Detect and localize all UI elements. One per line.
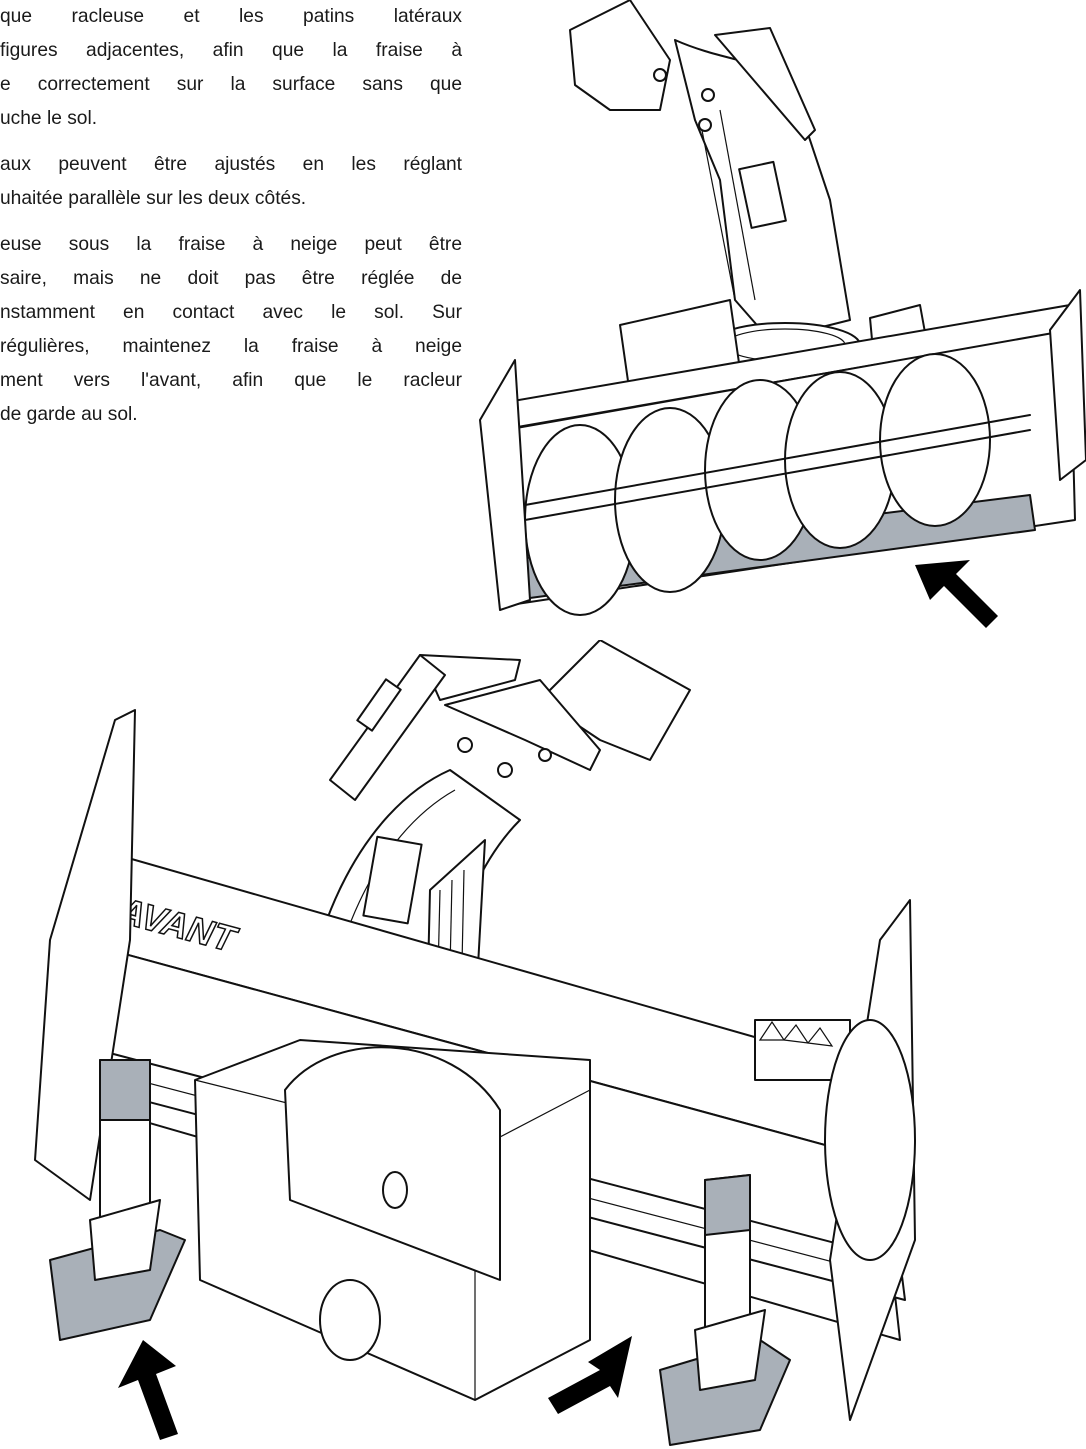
text-line: uche le sol. bbox=[0, 108, 98, 129]
side-skid-right bbox=[1049, 289, 1086, 481]
chute-arm bbox=[329, 654, 446, 801]
paragraph: aux peuvent être ajustés en les réglant u… bbox=[0, 148, 462, 216]
text-line: saire, mais ne doit pas être réglée de bbox=[0, 268, 462, 289]
side-skid-left bbox=[49, 1059, 186, 1341]
text-line: euse sous la fraise à neige peut être bbox=[0, 234, 462, 255]
figure-top-snowblower bbox=[479, 0, 1086, 628]
instruction-text: que racleuse et les patins latéraux figur… bbox=[0, 0, 462, 444]
text-line: aux peuvent être ajustés en les réglant bbox=[0, 154, 462, 175]
side-plate-left bbox=[34, 709, 136, 1201]
text-line: régulières, maintenez la fraise à neige bbox=[0, 336, 462, 357]
text-line: figures adjacentes, afin que la fraise à bbox=[0, 40, 462, 61]
arrow-right-center-icon bbox=[548, 1336, 632, 1414]
chute-top bbox=[569, 0, 671, 111]
text-line: e correctement sur la surface sans que bbox=[0, 74, 462, 95]
augers bbox=[524, 353, 1031, 616]
side-skid-left bbox=[479, 359, 531, 611]
figure-bottom-snowblower: AVANT bbox=[34, 640, 916, 1446]
arrow-up-left-icon bbox=[118, 1340, 178, 1440]
paragraph: euse sous la fraise à neige peut être sai… bbox=[0, 228, 462, 432]
paragraph: que racleuse et les patins latéraux figur… bbox=[0, 0, 462, 136]
text-line: uhaitée parallèle sur les deux côtés. bbox=[0, 188, 307, 209]
arrow-up-left-icon bbox=[915, 560, 998, 628]
text-line: que racleuse et les patins latéraux bbox=[0, 6, 462, 27]
chute-deflector bbox=[539, 640, 691, 761]
text-line: nstamment en contact avec le sol. Sur bbox=[0, 302, 462, 323]
quick-attach-plate bbox=[319, 1279, 381, 1361]
side-skid-right bbox=[659, 1174, 791, 1446]
text-line: de garde au sol. bbox=[0, 404, 138, 425]
text-line: ment vers l'avant, afin que le racleur bbox=[0, 370, 462, 391]
